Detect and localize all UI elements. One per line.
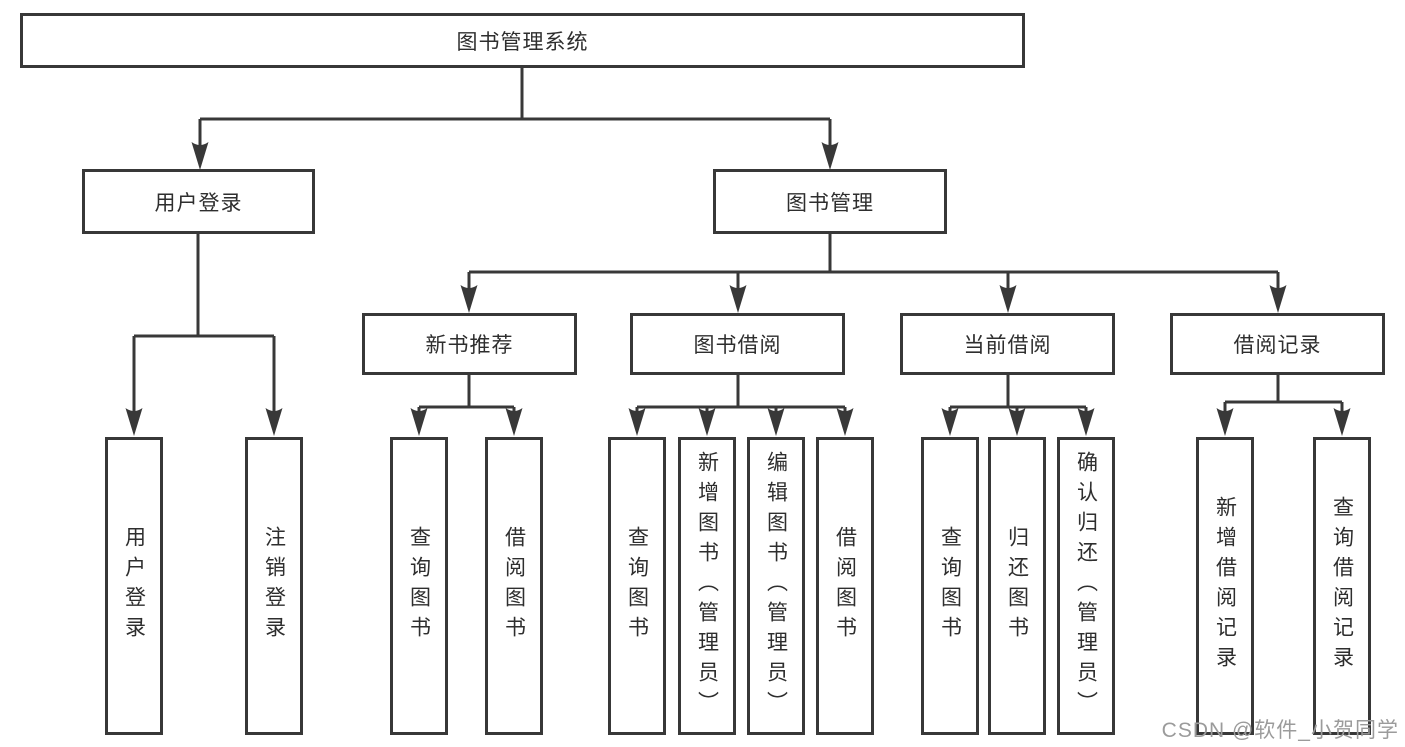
edge-records-to-children <box>1223 375 1344 412</box>
node-label: 借阅记录 <box>1233 334 1322 357</box>
arrowheads <box>125 142 1351 436</box>
node-label: 当前借阅 <box>963 334 1052 357</box>
node-nb-query-books: 查询图书 <box>390 437 448 735</box>
edge-newbooks-to-children <box>417 375 516 412</box>
edge-currentborrow-to-children <box>948 375 1088 412</box>
node-label: 查询图书 <box>938 526 962 646</box>
node-label: 新书推荐 <box>425 334 514 357</box>
node-book-management: 图书管理 <box>713 169 947 234</box>
node-book-borrowing: 图书借阅 <box>630 313 845 375</box>
node-nb-borrow-books: 借阅图书 <box>485 437 543 735</box>
node-cb-query-books: 查询图书 <box>921 437 979 735</box>
node-label: 编辑图书（管理员） <box>764 451 788 721</box>
node-label: 图书借阅 <box>693 334 782 357</box>
node-bb-add-books-admin: 新增图书（管理员） <box>678 437 736 735</box>
edge-userlogin-to-children <box>132 234 276 412</box>
node-bb-borrow-books: 借阅图书 <box>816 437 874 735</box>
node-label: 确认归还（管理员） <box>1074 451 1098 721</box>
node-br-add-record: 新增借阅记录 <box>1196 437 1254 735</box>
node-label: 注销登录 <box>262 526 286 646</box>
node-label: 图书管理 <box>786 191 874 215</box>
node-logout-action: 注销登录 <box>245 437 303 735</box>
node-label: 查询图书 <box>625 526 649 646</box>
node-label: 用户登录 <box>122 526 146 646</box>
node-bb-query-books: 查询图书 <box>608 437 666 735</box>
node-label: 图书管理系统 <box>456 30 589 54</box>
node-new-book-recommend: 新书推荐 <box>362 313 577 375</box>
node-br-query-record: 查询借阅记录 <box>1313 437 1371 735</box>
node-label: 新增借阅记录 <box>1213 496 1237 676</box>
node-label: 借阅图书 <box>833 526 857 646</box>
node-cb-confirm-return-admin: 确认归还（管理员） <box>1057 437 1115 735</box>
node-label: 用户登录 <box>154 191 243 215</box>
node-label: 查询借阅记录 <box>1330 496 1354 676</box>
node-label: 查询图书 <box>407 526 431 646</box>
node-cb-return-books: 归还图书 <box>988 437 1046 735</box>
csdn-watermark: CSDN @软件_小贺同学 <box>1161 719 1399 742</box>
node-current-borrowing: 当前借阅 <box>900 313 1115 375</box>
edge-bookborrow-to-children <box>635 375 847 412</box>
node-label: 借阅图书 <box>502 526 526 646</box>
node-label: 归还图书 <box>1005 526 1029 646</box>
node-label: 新增图书（管理员） <box>695 451 719 721</box>
edge-root-to-level2 <box>198 68 832 146</box>
node-login-action: 用户登录 <box>105 437 163 735</box>
node-borrowing-records: 借阅记录 <box>1170 313 1385 375</box>
node-bb-edit-books-admin: 编辑图书（管理员） <box>747 437 805 735</box>
edge-bookmgmt-to-level3 <box>467 234 1280 289</box>
node-root-library-system: 图书管理系统 <box>20 13 1025 68</box>
node-user-login: 用户登录 <box>82 169 315 234</box>
